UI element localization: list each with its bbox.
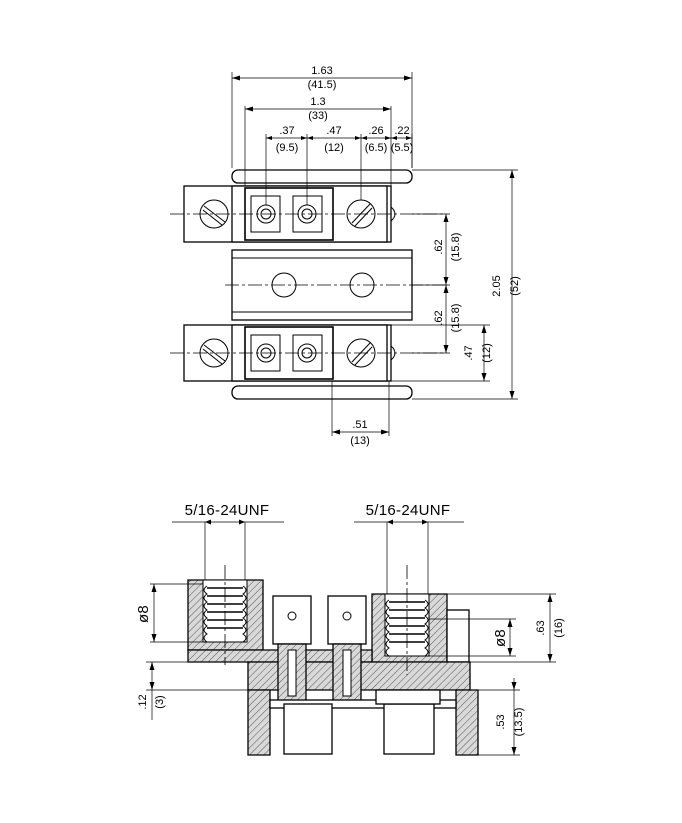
dim-pitch-b-mm: (12) — [324, 142, 344, 154]
dim-pitch-b-in: .47 — [326, 125, 341, 137]
dim-terminal-height-mm: (12) — [481, 343, 493, 363]
dim-overall-width-in: 1.63 — [311, 65, 332, 77]
dim-pitch-c-mm: (6.5) — [365, 142, 388, 154]
dim-lower-height-mm: (13.5) — [513, 708, 525, 737]
housing-right-wall — [455, 689, 479, 756]
dim-side-height-mm: (16) — [553, 618, 565, 638]
housing-left-wall — [247, 689, 271, 756]
dim-upper-offset-in: .62 — [433, 239, 445, 254]
dim-base-offset-mm: (3) — [154, 695, 166, 708]
dim-lower-offset-in: .62 — [433, 310, 445, 325]
dim-pitch-a-mm: (9.5) — [276, 142, 299, 154]
dim-side-height-in: .63 — [535, 620, 547, 635]
dim-pitch-c-in: .26 — [368, 125, 383, 137]
dim-pitch-d-in: .22 — [394, 125, 409, 137]
bore-right-label: ø8 — [492, 629, 509, 647]
dim-screw-spacing-in: .51 — [352, 419, 367, 431]
dim-screw-spacing-mm: (13) — [350, 435, 370, 447]
dim-overall-width-mm: (41.5) — [308, 79, 337, 91]
dim-overall-height-in: 2.05 — [491, 275, 503, 296]
dim-base-offset-in: .12 — [137, 694, 149, 709]
dim-inner-width-mm: (33) — [308, 110, 328, 122]
dim-lower-height-in: .53 — [495, 714, 507, 729]
dim-inner-width-in: 1.3 — [310, 96, 325, 108]
dim-terminal-height-in: .47 — [463, 345, 475, 360]
section-view: 5/16-24UNF 5/16-24UNF — [135, 502, 565, 756]
insert-left — [283, 703, 333, 755]
thread-label-left: 5/16-24UNF — [185, 502, 270, 519]
dim-pitch-a-in: .37 — [279, 125, 294, 137]
top-bar — [231, 169, 413, 184]
top-view: 1.63 (41.5) 1.3 (33) .37 (9.5) .47 (12) … — [170, 65, 521, 447]
bottom-bar — [231, 385, 413, 400]
dim-lower-offset-mm: (15.8) — [450, 304, 462, 333]
dim-upper-offset-mm: (15.8) — [450, 233, 462, 262]
insert-right — [383, 703, 435, 755]
bore-left-label: ø8 — [135, 605, 152, 623]
thread-label-right: 5/16-24UNF — [366, 502, 451, 519]
dim-overall-height-mm: (52) — [509, 276, 521, 296]
dim-pitch-d-mm: (5.5) — [391, 142, 414, 154]
lower-screw-right — [346, 338, 376, 368]
